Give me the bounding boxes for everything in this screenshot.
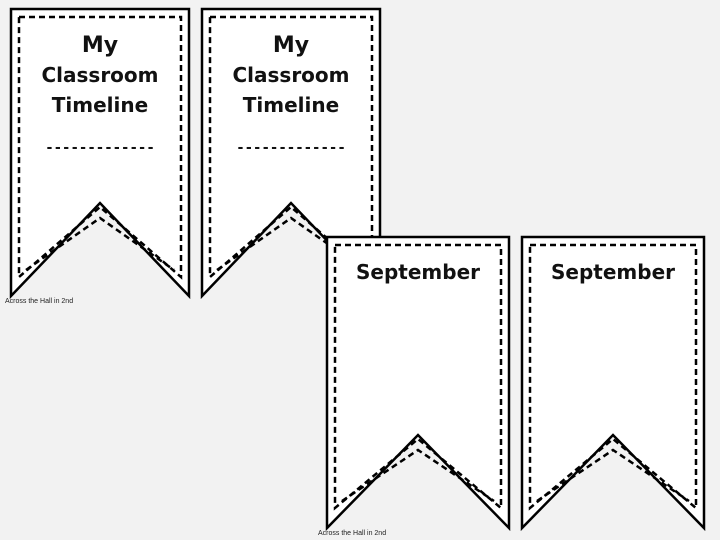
pennant-4-title: September	[551, 260, 675, 284]
pennant-1-title-line-2: Classroom	[41, 63, 158, 87]
pennant-1-dashed-border	[17, 15, 183, 280]
pennant-2: My Classroom Timeline -------------	[200, 7, 382, 300]
pennant-2-title-line-2: Classroom	[232, 63, 349, 87]
pennant-1: My Classroom Timeline -------------	[9, 7, 191, 300]
credit-left: Across the Hall in 2nd	[5, 298, 74, 305]
pennant-4-notch-inner	[536, 448, 690, 503]
credit-right: Across the Hall in 2nd	[318, 530, 387, 537]
pennant-1-title-line-3: Timeline	[52, 93, 148, 117]
pennant-3-title: September	[356, 260, 480, 284]
pennant-3-outline	[325, 235, 511, 532]
pennant-3-dashed-border	[333, 243, 503, 511]
pennant-1-title-line-1: My	[82, 33, 118, 58]
pennant-1-notch-inner	[25, 216, 175, 272]
pennant-3: September	[325, 235, 511, 532]
pennant-4: September	[520, 235, 706, 532]
pennant-1-blank-line: -------------	[45, 140, 155, 156]
pennant-4-dashed-border	[528, 243, 698, 511]
pennant-2-blank-line: -------------	[236, 140, 346, 156]
pennant-2-title-line-3: Timeline	[243, 93, 339, 117]
pennant-4-outline	[520, 235, 706, 532]
pennant-2-title-line-1: My	[273, 33, 309, 58]
pennant-3-notch-inner	[341, 448, 495, 503]
